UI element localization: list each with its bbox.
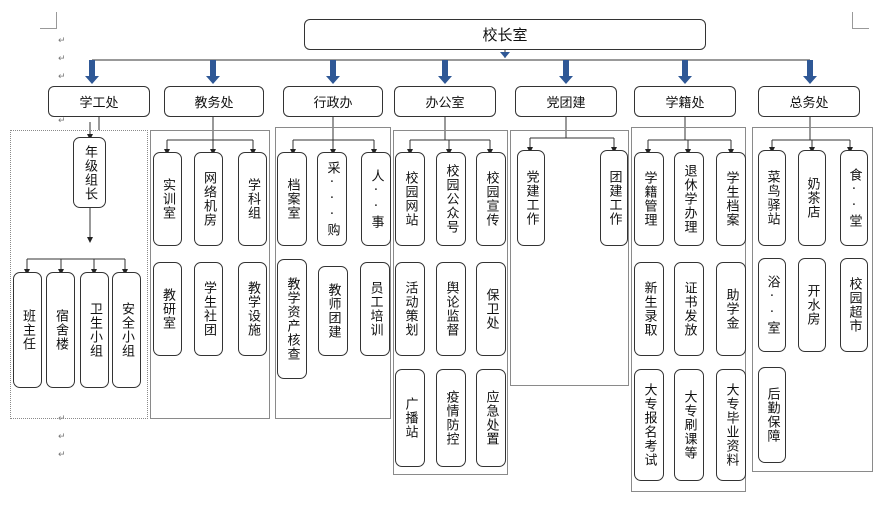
node-asset-audit: 教学资产核查 <box>277 259 307 379</box>
dept-label: 学籍处 <box>665 96 705 111</box>
panel-xuegong <box>10 130 148 419</box>
node-computer-lab: 网络机房 <box>194 152 223 246</box>
root-node: 校长室 <box>304 19 706 50</box>
node-cainiao-station: 菜鸟驿站 <box>758 150 786 246</box>
node-water-room: 开水房 <box>798 258 826 352</box>
para-mark: ↵ <box>58 36 66 46</box>
node-radio: 广播站 <box>395 369 425 467</box>
node-tea-shop: 奶茶店 <box>798 150 826 246</box>
node-student-club: 学生社团 <box>194 262 223 356</box>
node-safety: 安全小组 <box>112 272 141 388</box>
crop-mark-top-left <box>40 12 57 29</box>
node-teaching-facility: 教学设施 <box>238 262 267 356</box>
dept-label: 办公室 <box>425 96 465 111</box>
node-personnel: 人··事 <box>361 152 391 246</box>
node-security: 保卫处 <box>476 262 506 356</box>
root-label: 校长室 <box>482 26 528 44</box>
para-mark: ↵ <box>58 54 66 64</box>
node-logistics: 后勤保障 <box>758 367 786 463</box>
crop-mark-top-right <box>852 12 869 29</box>
para-mark: ↵ <box>58 72 66 82</box>
panel-dangtuan <box>510 130 629 386</box>
node-staff-training: 员工培训 <box>360 262 390 356</box>
dept-label: 总务处 <box>789 96 829 111</box>
node-certificate: 证书发放 <box>674 262 704 356</box>
node-college-course: 大专刷课等 <box>674 369 704 481</box>
dept-box: 教务处 <box>164 86 264 117</box>
node-enrollment-management: 学籍管理 <box>634 152 664 246</box>
dept-label: 党团建 <box>546 96 586 111</box>
panel-bangongshi <box>393 130 508 475</box>
node-supermarket: 校园超市 <box>840 258 868 352</box>
para-mark: ↵ <box>58 450 66 460</box>
node-dorm: 宿舍楼 <box>46 272 75 388</box>
dept-label: 学工处 <box>79 96 119 111</box>
panel-xingzheng <box>275 127 391 419</box>
node-research-room: 教研室 <box>153 262 182 356</box>
node-college-graduation: 大专毕业资料 <box>716 369 746 481</box>
node-grant: 助学金 <box>716 262 746 356</box>
dept-box: 学工处 <box>48 86 150 117</box>
dept-box: 学籍处 <box>634 86 736 117</box>
node-official-account: 校园公众号 <box>436 152 466 246</box>
node-school-website: 校园网站 <box>395 152 425 246</box>
node-publicity: 校园宣传 <box>476 152 506 246</box>
node-teacher-teambuilding: 教师团建 <box>318 266 348 356</box>
dept-box: 办公室 <box>394 86 496 117</box>
node-hygiene: 卫生小组 <box>80 272 109 388</box>
node-admission: 新生录取 <box>634 262 664 356</box>
node-archive: 档案室 <box>277 152 307 246</box>
panel-jiaowu <box>150 130 270 419</box>
dept-box: 党团建 <box>515 86 617 117</box>
node-grade-leader: 年级组长 <box>73 137 106 208</box>
node-party-building: 党建工作 <box>517 150 545 246</box>
node-event-planning: 活动策划 <box>395 262 425 356</box>
node-subject-group: 学科组 <box>238 152 267 246</box>
node-canteen: 食··堂 <box>840 150 868 246</box>
panel-zongwu <box>752 127 873 472</box>
dept-label: 教务处 <box>194 96 234 111</box>
node-emergency: 应急处置 <box>476 369 506 467</box>
para-mark: ↵ <box>58 414 66 424</box>
node-bath: 浴··室 <box>758 258 786 352</box>
dept-box: 总务处 <box>758 86 860 117</box>
node-public-opinion: 舆论监督 <box>436 262 466 356</box>
dept-label: 行政办 <box>313 96 353 111</box>
node-suspension: 退休学办理 <box>674 152 704 246</box>
node-league-building: 团建工作 <box>600 150 628 246</box>
node-training-room: 实训室 <box>153 152 182 246</box>
node-homeroom: 班主任 <box>13 272 42 388</box>
node-student-records: 学生档案 <box>716 152 746 246</box>
dept-box: 行政办 <box>283 86 383 117</box>
node-college-exam: 大专报名考试 <box>634 369 664 481</box>
node-procurement: 采···购 <box>317 152 347 246</box>
para-mark: ↵ <box>58 432 66 442</box>
para-mark: ↵ <box>58 116 66 126</box>
node-epidemic-control: 疫情防控 <box>436 369 466 467</box>
